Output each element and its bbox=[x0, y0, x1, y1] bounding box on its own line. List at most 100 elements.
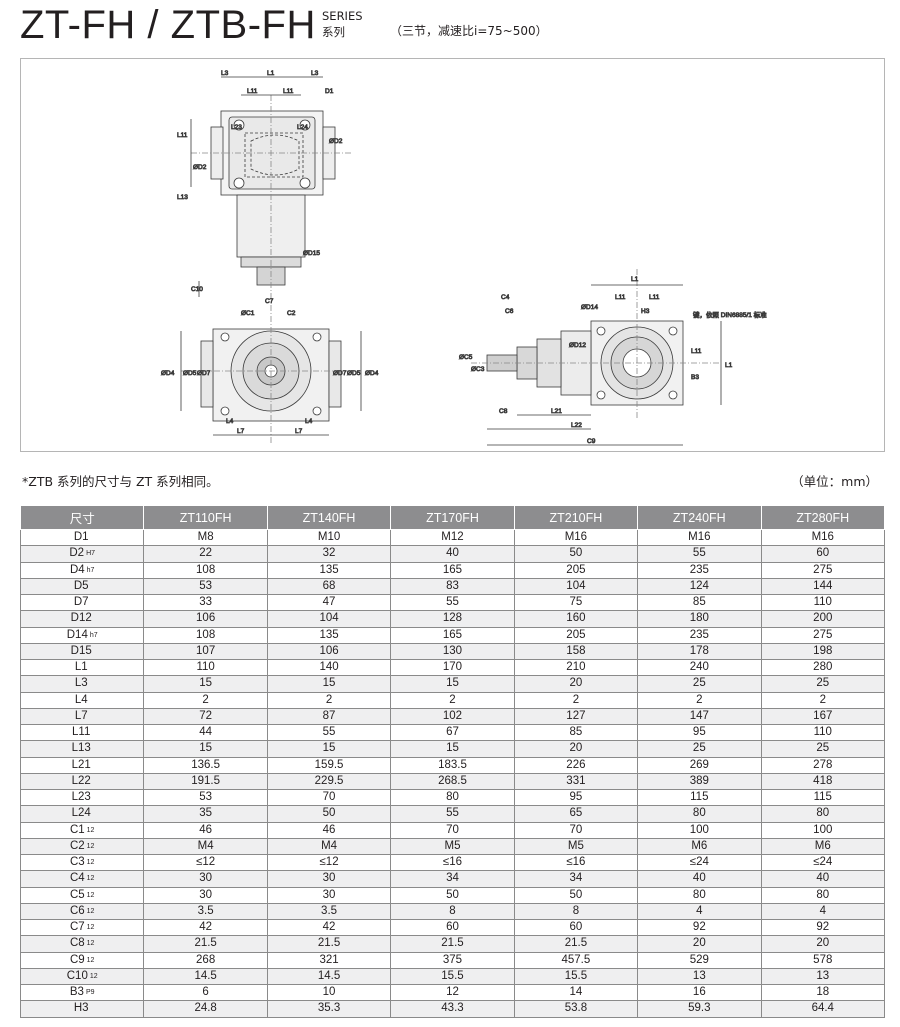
dimension-name: L3 bbox=[74, 677, 88, 690]
table-cell: 180 bbox=[637, 610, 762, 628]
table-cell: M16 bbox=[637, 528, 762, 547]
dimension-name: C9 bbox=[69, 953, 85, 966]
label-L13: L13 bbox=[177, 194, 188, 201]
dimension-name: L11 bbox=[72, 726, 91, 739]
table-cell: 20 bbox=[513, 675, 639, 693]
side-view bbox=[471, 269, 722, 446]
label-D5-left: ØD5 bbox=[183, 370, 197, 377]
table-cell: M5 bbox=[513, 837, 639, 856]
table-cell: 128 bbox=[390, 610, 515, 628]
row-dimension: L22 bbox=[19, 772, 145, 791]
dimension-name: L23 bbox=[71, 791, 91, 804]
table-cell: M6 bbox=[760, 837, 886, 856]
table-cell: 72 bbox=[143, 707, 268, 726]
dimension-name: D1 bbox=[73, 531, 89, 544]
row-dimension: H3 bbox=[19, 1000, 145, 1018]
technical-drawing: L3 L1 L3 L11 L11 D1 L23 L24 ØD2 ØD2 L11 … bbox=[20, 58, 885, 452]
table-cell: 210 bbox=[513, 658, 639, 677]
table-cell: 2 bbox=[266, 691, 392, 709]
row-dimension: D1 bbox=[19, 528, 145, 547]
table-cell: 529 bbox=[637, 951, 762, 969]
table-cell: 100 bbox=[637, 821, 762, 839]
label-L1-side: L1 bbox=[631, 276, 639, 283]
table-cell: 6 bbox=[143, 983, 268, 1002]
table-cell: 44 bbox=[143, 723, 268, 742]
dimension-name: C2 bbox=[69, 839, 85, 852]
table-cell: 65 bbox=[513, 805, 639, 823]
table-cell: 115 bbox=[760, 788, 886, 807]
table-cell: 40 bbox=[760, 870, 886, 888]
table-cell: 15 bbox=[143, 675, 268, 693]
table-cell: 15 bbox=[266, 675, 392, 693]
table-cell: 159.5 bbox=[266, 756, 392, 774]
table-cell: 50 bbox=[513, 545, 639, 563]
table-cell: 30 bbox=[143, 870, 268, 888]
table-cell: 14.5 bbox=[266, 967, 392, 986]
table-cell: 60 bbox=[760, 545, 886, 563]
dimension-name: D2 bbox=[69, 547, 85, 560]
label-L1-side-vertical: L1 bbox=[725, 362, 733, 369]
table-cell: 160 bbox=[513, 610, 639, 628]
table-cell: 33 bbox=[143, 593, 268, 612]
dimension-name: D5 bbox=[73, 579, 89, 592]
dimension-name: C5 bbox=[69, 888, 85, 901]
label-D5-right: ØD5 bbox=[347, 370, 361, 377]
table-cell: 124 bbox=[637, 577, 762, 596]
drawing-svg: L3 L1 L3 L11 L11 D1 L23 L24 ØD2 ØD2 L11 … bbox=[161, 70, 768, 446]
label-D15: ØD15 bbox=[303, 250, 320, 257]
table-cell: 25 bbox=[760, 675, 886, 693]
table-cell: 53 bbox=[143, 577, 268, 596]
table-cell: 104 bbox=[513, 577, 639, 596]
table-cell: 64.4 bbox=[760, 1000, 886, 1018]
row-dimension: L7 bbox=[19, 707, 145, 726]
header-model: ZT240FH bbox=[637, 505, 762, 530]
dimension-name: L4 bbox=[74, 693, 88, 706]
table-cell: 2 bbox=[760, 691, 886, 709]
table-cell: 60 bbox=[513, 918, 639, 937]
table-cell: 25 bbox=[637, 675, 762, 693]
table-cell: 75 bbox=[513, 593, 639, 612]
label-L11-side-vertical: L11 bbox=[691, 348, 702, 355]
series-label-cn: 系列 bbox=[322, 25, 345, 39]
spec-table: 尺寸 ZT110FH ZT140FH ZT170FH ZT210FH ZT240… bbox=[19, 505, 886, 1018]
dimension-tolerance: h7 bbox=[89, 631, 98, 639]
table-cell: 92 bbox=[760, 918, 886, 937]
table-cell: ≤16 bbox=[513, 853, 639, 872]
table-header-row: 尺寸 ZT110FH ZT140FH ZT170FH ZT210FH ZT240… bbox=[19, 505, 886, 530]
table-cell: 280 bbox=[760, 658, 886, 677]
table-cell: 375 bbox=[390, 951, 515, 969]
table-cell: 205 bbox=[513, 561, 639, 579]
label-L11-top-right: L11 bbox=[283, 88, 294, 95]
label-L11-left: L11 bbox=[177, 132, 188, 139]
table-cell: 235 bbox=[637, 561, 762, 579]
table-cell: M4 bbox=[266, 837, 392, 856]
dimension-name: L22 bbox=[71, 774, 91, 787]
table-cell: 170 bbox=[390, 658, 515, 677]
table-cell: 80 bbox=[760, 805, 886, 823]
dimension-name: D7 bbox=[73, 596, 89, 609]
table-cell: 147 bbox=[637, 707, 762, 726]
series-note: *ZTB 系列的尺寸与 ZT 系列相同。 bbox=[22, 474, 219, 489]
label-C5: ØC5 bbox=[459, 354, 473, 361]
dimension-name: C6 bbox=[69, 904, 85, 917]
table-cell: 60 bbox=[390, 918, 515, 937]
dimension-name: C1 bbox=[69, 823, 85, 836]
table-cell: 107 bbox=[143, 642, 268, 661]
table-cell: 205 bbox=[513, 626, 639, 644]
table-cell: 43.3 bbox=[390, 1000, 515, 1018]
table-cell: 226 bbox=[513, 756, 639, 774]
table-cell: 95 bbox=[513, 788, 639, 807]
table-cell: 200 bbox=[760, 610, 886, 628]
table-cell: 55 bbox=[390, 593, 515, 612]
row-dimension: L13 bbox=[19, 740, 145, 758]
table-cell: 2 bbox=[513, 691, 639, 709]
table-cell: 34 bbox=[390, 870, 515, 888]
row-dimension: L23 bbox=[19, 788, 145, 807]
